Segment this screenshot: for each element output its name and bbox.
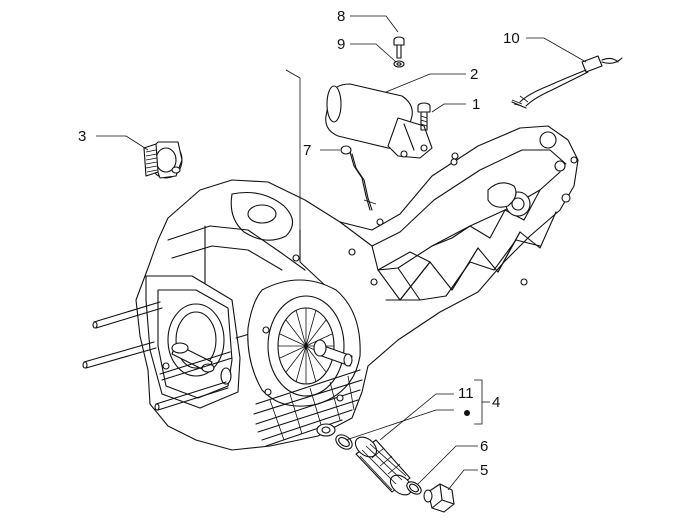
callout-3: 3 xyxy=(78,128,86,145)
callout-2: 2 xyxy=(470,66,478,83)
starter-motor xyxy=(325,83,433,159)
drain-plug xyxy=(423,483,455,513)
callout-5: 5 xyxy=(480,462,488,479)
washer xyxy=(393,60,405,68)
stator-housing xyxy=(247,279,361,407)
callout-4: 4 xyxy=(492,394,500,411)
o-ring xyxy=(406,481,422,495)
leader-lines xyxy=(96,15,587,491)
callout-8: 8 xyxy=(337,8,345,25)
bolt xyxy=(393,36,405,59)
callout-10: 10 xyxy=(503,30,520,47)
wiring-harness xyxy=(511,55,623,109)
cylinder-studs xyxy=(82,301,257,411)
callout-11: 11 xyxy=(458,385,474,402)
sump-ribs xyxy=(253,369,363,447)
callout-1: 1 xyxy=(472,96,480,113)
screw xyxy=(417,102,431,131)
callout-6: 6 xyxy=(480,438,488,455)
filter-screen xyxy=(354,436,413,496)
starter-gear xyxy=(143,141,183,179)
o-ring-upper xyxy=(335,434,353,450)
callout-9: 9 xyxy=(337,36,345,53)
crankcase xyxy=(82,125,579,451)
ground-lead xyxy=(340,145,377,211)
kit-marker-dot xyxy=(464,410,470,416)
callout-7: 7 xyxy=(303,142,311,159)
